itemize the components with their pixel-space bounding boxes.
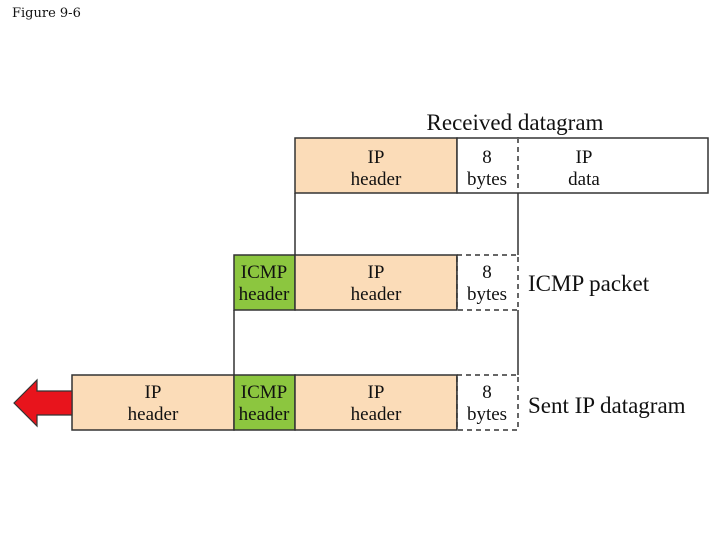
- ip-header-box: [294, 374, 458, 431]
- ip-header-box: [294, 137, 458, 194]
- ip-header-label-line1: IP: [368, 262, 385, 283]
- ip-data-box: [517, 137, 709, 194]
- sent-ip-datagram-label: Sent IP datagram: [528, 393, 686, 418]
- icmp-header-label-line2: header: [239, 284, 290, 305]
- received-datagram-row: IP header 8 bytes IP data Received datag…: [294, 110, 709, 194]
- eight-bytes-label-line2: bytes: [467, 404, 507, 425]
- ip-header-label-line2: header: [351, 284, 402, 305]
- sent-ip-datagram-row: IP header ICMP header IP header 8 bytes …: [71, 374, 686, 431]
- icmp-header-box: [233, 374, 296, 431]
- eight-bytes-label-line2: bytes: [467, 169, 507, 190]
- ip-header-label-line1: IP: [368, 147, 385, 168]
- new-ip-header-label-line2: header: [128, 404, 179, 425]
- icmp-header-label-line1: ICMP: [241, 262, 287, 283]
- icmp-packet-label: ICMP packet: [528, 271, 650, 296]
- new-ip-header-label-line1: IP: [145, 382, 162, 403]
- icmp-packet-row: ICMP header IP header 8 bytes ICMP packe…: [233, 254, 650, 311]
- received-datagram-label: Received datagram: [427, 110, 604, 135]
- eight-bytes-box: [456, 374, 519, 431]
- icmp-header-box: [233, 254, 296, 311]
- ip-data-label-line2: data: [568, 169, 600, 190]
- icmp-header-label-line1: ICMP: [241, 382, 287, 403]
- ip-header-label-line2: header: [351, 404, 402, 425]
- ip-header-box: [294, 254, 458, 311]
- ip-header-label-line2: header: [351, 169, 402, 190]
- figure-caption: Figure 9-6: [12, 6, 81, 21]
- eight-bytes-label-line1: 8: [482, 147, 492, 168]
- new-ip-header-box: [71, 374, 235, 431]
- ip-data-label-line1: IP: [576, 147, 593, 168]
- icmp-header-label-line2: header: [239, 404, 290, 425]
- ip-header-label-line1: IP: [368, 382, 385, 403]
- eight-bytes-box: [456, 254, 519, 311]
- eight-bytes-label-line1: 8: [482, 262, 492, 283]
- eight-bytes-label-line2: bytes: [467, 284, 507, 305]
- send-arrow-icon: [13, 378, 73, 428]
- eight-bytes-label-line1: 8: [482, 382, 492, 403]
